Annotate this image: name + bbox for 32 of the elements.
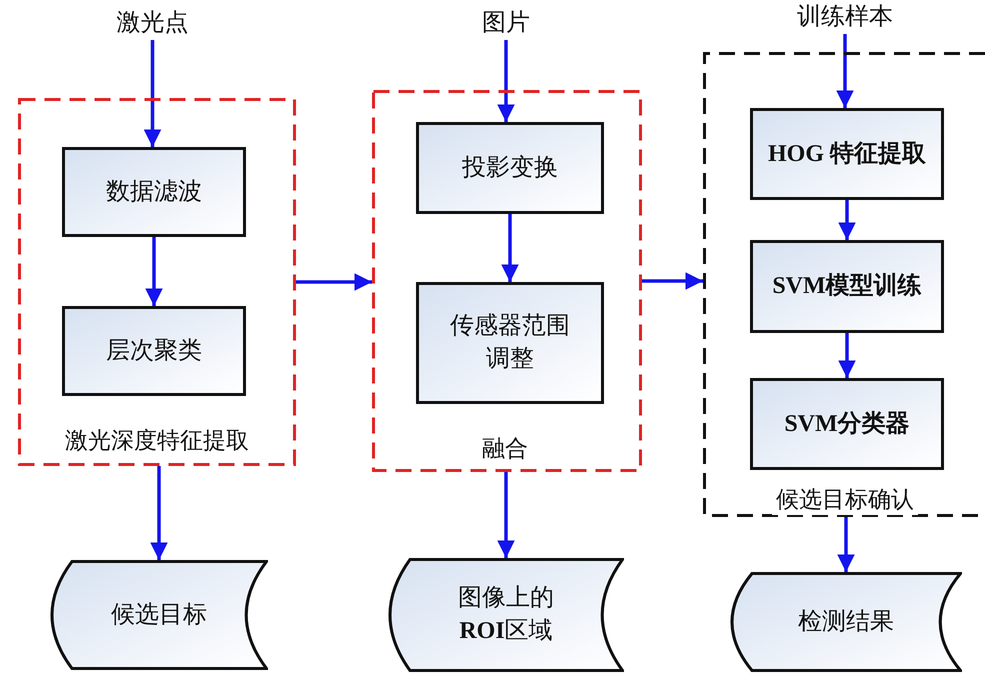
storage-shape xyxy=(50,560,268,670)
dashed-group-box xyxy=(703,52,985,517)
arrow xyxy=(501,214,519,282)
process-box: HOG 特征提取 xyxy=(750,108,944,200)
storage-shape xyxy=(388,558,624,672)
process-box: 投影变换 xyxy=(416,122,604,214)
input-label: 激光点 xyxy=(100,6,205,40)
arrow xyxy=(838,333,856,378)
process-box: 传感器范围调整 xyxy=(416,282,604,404)
process-box: 层次聚类 xyxy=(62,306,246,396)
arrow xyxy=(296,273,372,291)
process-box: 数据滤波 xyxy=(62,147,246,237)
storage-label: 图像上的ROI区域 xyxy=(456,584,555,646)
storage-shape xyxy=(730,572,962,672)
group-label: 候选目标确认 xyxy=(772,486,918,515)
arrow xyxy=(144,40,162,147)
arrow xyxy=(836,34,854,108)
arrow xyxy=(497,472,515,558)
arrow xyxy=(145,237,163,306)
storage-label: 检测结果 xyxy=(798,608,894,636)
arrow xyxy=(642,272,703,290)
input-label: 图片 xyxy=(470,6,542,40)
dashed-group-box xyxy=(372,90,642,472)
arrow xyxy=(837,517,855,572)
dashed-group-box xyxy=(18,98,296,466)
arrow xyxy=(150,466,168,560)
arrow xyxy=(497,40,515,122)
input-label: 训练样本 xyxy=(775,0,915,34)
arrow xyxy=(838,200,856,240)
process-box: SVM模型训练 xyxy=(750,240,944,333)
storage-label: 候选目标 xyxy=(111,600,207,630)
process-box: SVM分类器 xyxy=(750,378,944,470)
